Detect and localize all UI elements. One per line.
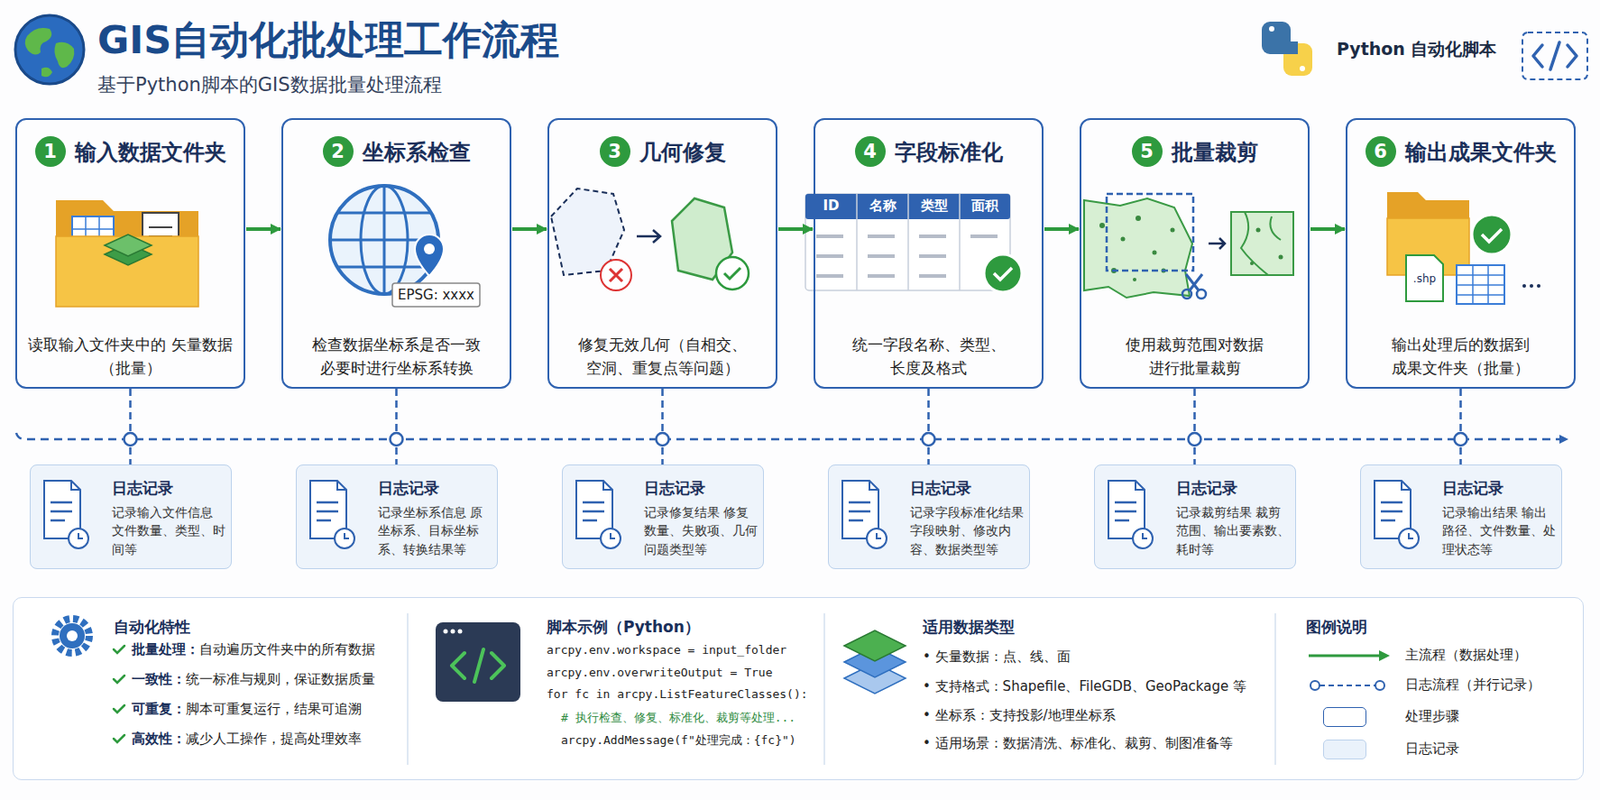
log-body: 记录修复结果 修复数量、失败项、几何问题类型等	[643, 503, 760, 559]
process-box: 字段标准化统一字段名称、类型、 长度及格式 4	[813, 118, 1044, 389]
log-box: 日志记录记录坐标系信息 原坐标系、目标坐标系、转换结果等	[295, 464, 498, 570]
header-label: Python 自动化脚本	[1336, 37, 1497, 62]
log-box: 日志记录记录裁剪结果 裁剪范围、输出要素数、耗时等	[1094, 464, 1297, 570]
table-header: ID	[805, 197, 857, 214]
legend-text: 日志流程（并行记录）	[1405, 676, 1541, 694]
log-title: 日志记录	[1442, 478, 1504, 499]
log-body: 记录字段标准化结果 字段映射、修改内容、数据类型等	[910, 503, 1026, 559]
log-link	[1459, 388, 1463, 465]
log-title: 日志记录	[1176, 478, 1238, 499]
code-line: for fc in arcpy.ListFeatureClasses():	[546, 687, 809, 701]
legend-text: 处理步骤	[1405, 708, 1460, 726]
feature-item: 可重复：脚本可重复运行，结果可追溯	[131, 700, 362, 718]
legend-text: 主流程（数据处理）	[1405, 646, 1527, 664]
table-header: 类型	[908, 197, 960, 215]
code-line: # 执行检查、修复、标准化、裁剪等处理...	[560, 709, 796, 727]
flow-arrow	[1044, 227, 1079, 231]
process-box: 几何修复修复无效几何（自相交、 空洞、重复点等问题） 3	[547, 118, 778, 389]
section-heading: 适用数据类型	[922, 616, 1015, 638]
log-body: 记录输出结果 输出路径、文件数量、处理状态等	[1442, 503, 1558, 559]
log-link	[128, 388, 132, 465]
step-heading: 字段标准化	[894, 137, 1003, 167]
step-heading: 几何修复	[639, 137, 727, 167]
log-link	[661, 388, 664, 465]
log-body: 记录坐标系信息 原坐标系、目标坐标系、转换结果等	[377, 503, 494, 559]
feature-item: 一致性：统一标准与规则，保证数据质量	[131, 671, 376, 689]
log-title: 日志记录	[111, 478, 174, 499]
flow-arrow	[246, 227, 281, 231]
number-text: 5	[1131, 136, 1163, 167]
feature-item: 批量处理：自动遍历文件夹中的所有数据	[131, 641, 376, 659]
log-body: 记录裁剪结果 裁剪范围、输出要素数、耗时等	[1176, 503, 1292, 559]
number-text: 2	[322, 136, 354, 167]
log-box: 日志记录记录输入文件信息 文件数量、类型、时间等	[29, 464, 232, 570]
step-number: 6	[1365, 136, 1397, 167]
number-text: 3	[599, 136, 631, 167]
bullet-item: • 矢量数据：点、线、面	[922, 648, 1071, 666]
step-description: 使用裁剪范围对数据 进行批量裁剪	[1088, 333, 1301, 380]
step-description: 统一字段名称、类型、 长度及格式	[822, 333, 1035, 380]
log-link	[927, 388, 930, 465]
file-label: .shp	[1406, 272, 1444, 286]
step-description: 输出处理后的数据到 成果文件夹（批量）	[1354, 333, 1567, 380]
legend-text: 日志记录	[1405, 740, 1460, 758]
step-description: 读取输入文件夹中的 矢量数据（批量）	[24, 333, 237, 380]
log-box: 日志记录记录输出结果 输出路径、文件数量、处理状态等	[1360, 464, 1563, 570]
section-heading: 图例说明	[1305, 616, 1368, 638]
process-box: 批量裁剪使用裁剪范围对数据 进行批量裁剪 5	[1079, 118, 1310, 389]
process-box: 输出成果文件夹输出处理后的数据到 成果文件夹（批量） 6	[1345, 118, 1576, 389]
flow-arrow	[512, 227, 547, 231]
log-body: 记录输入文件信息 文件数量、类型、时间等	[111, 503, 228, 559]
number-text: 6	[1365, 136, 1397, 167]
step-number: 5	[1131, 136, 1163, 167]
number-text: 4	[855, 136, 886, 167]
step-heading: 批量裁剪	[1171, 137, 1259, 167]
step-heading: 输入数据文件夹	[74, 137, 227, 167]
step-heading: 坐标系检查	[362, 137, 471, 167]
feature-item: 高效性：减少人工操作，提高处理效率	[131, 730, 362, 748]
code-line: arcpy.env.workspace = input_folder	[546, 643, 787, 657]
bullet-item: • 支持格式：Shapefile、FileGDB、GeoPackage 等	[922, 678, 1247, 696]
flow-arrow	[1310, 227, 1345, 231]
number-text: 1	[35, 136, 66, 167]
bullet-item: • 坐标系：支持投影/地理坐标系	[922, 707, 1116, 725]
step-number: 1	[35, 136, 66, 167]
legend-swatch	[1323, 739, 1367, 760]
section-heading: 自动化特性	[113, 616, 191, 638]
step-description: 修复无效几何（自相交、 空洞、重复点等问题）	[556, 333, 769, 380]
process-box: 坐标系检查检查数据坐标系是否一致 必要时进行坐标系转换 2	[281, 118, 512, 389]
log-box: 日志记录记录修复结果 修复数量、失败项、几何问题类型等	[561, 464, 764, 570]
log-link	[395, 388, 398, 465]
step-number: 3	[599, 136, 631, 167]
table-header: 名称	[856, 197, 909, 215]
bullet-item: • 适用场景：数据清洗、标准化、裁剪、制图准备等	[922, 735, 1233, 753]
log-title: 日志记录	[377, 478, 440, 499]
code-line: arcpy.AddMessage(f"处理完成：{fc}")	[560, 732, 797, 749]
step-heading: 输出成果文件夹	[1405, 137, 1557, 167]
log-title: 日志记录	[643, 478, 706, 499]
title: GIS自动化批处理工作流程	[97, 14, 560, 67]
step-number: 2	[322, 136, 354, 167]
subtitle: 基于Python脚本的GIS数据批量处理流程	[97, 72, 442, 98]
legend-swatch	[1323, 707, 1367, 727]
section-heading: 脚本示例（Python）	[546, 616, 700, 638]
process-box: 输入数据文件夹读取输入文件夹中的 矢量数据（批量） 1	[15, 118, 246, 389]
flow-arrow	[778, 227, 813, 231]
log-box: 日志记录记录字段标准化结果 字段映射、修改内容、数据类型等	[827, 464, 1030, 570]
code-line: arcpy.env.overwriteOutput = True	[546, 665, 773, 680]
table-header: 面积	[959, 197, 1011, 215]
crs-label: EPSG: xxxx	[392, 286, 480, 304]
log-link	[1193, 388, 1196, 465]
step-description: 检查数据坐标系是否一致 必要时进行坐标系转换	[290, 333, 503, 380]
step-number: 4	[855, 136, 886, 167]
log-title: 日志记录	[910, 478, 972, 499]
